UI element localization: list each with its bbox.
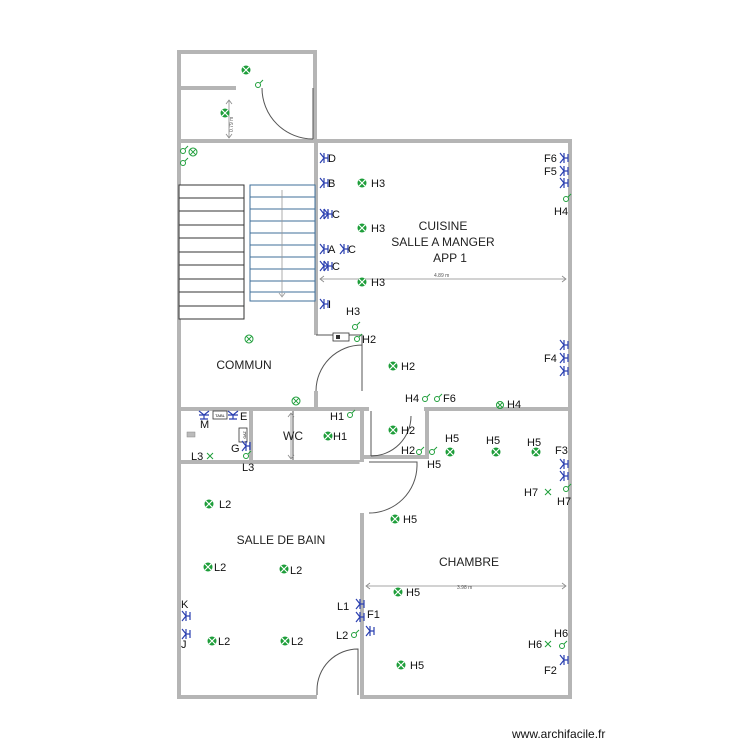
label-h5f: H5: [406, 587, 420, 599]
water-heater: [332, 332, 350, 342]
label-h2c: H2: [401, 425, 415, 437]
label-c1: C: [332, 209, 340, 221]
svg-text:GAZ: GAZ: [243, 431, 247, 439]
label-h5a: H5: [445, 433, 459, 445]
label-h6a: H6: [554, 628, 568, 640]
label-l1: L1: [337, 601, 349, 613]
landing-dimension: [225, 99, 233, 139]
entrance-door: [261, 87, 314, 140]
room-label-wc: WC: [283, 429, 303, 443]
label-a: A: [328, 244, 336, 256]
label-h1a: H1: [330, 411, 344, 423]
cuisine-door: [315, 334, 363, 392]
door-openings: [236, 85, 424, 700]
room-label-chambre: CHAMBRE: [439, 555, 499, 569]
label-l2e: L2: [291, 636, 303, 648]
label-c3: C: [332, 261, 340, 273]
label-l3a: L3: [191, 451, 203, 463]
label-h3b: H3: [371, 223, 385, 235]
label-h4b: H4: [405, 393, 419, 405]
stairs-left: [178, 184, 245, 320]
chambre-width-label: 3.98 m: [457, 585, 472, 591]
label-h2b: H2: [401, 361, 415, 373]
label-l2a: L2: [219, 499, 231, 511]
label-f4: F4: [544, 353, 557, 365]
stairs-right: [249, 184, 316, 302]
label-f6a: F6: [544, 153, 557, 165]
room-label-commun: COMMUN: [216, 358, 271, 372]
label-h3a: H3: [371, 178, 385, 190]
symbol-labels: D B C A C C I H3 H3 H3 H3 F6 F5 H4 F4 H2…: [181, 153, 571, 677]
doors: [261, 87, 418, 695]
label-h6b: H6: [528, 639, 542, 651]
label-h1b: H1: [333, 431, 347, 443]
label-h3c: H3: [371, 277, 385, 289]
label-h2d: H2: [401, 445, 415, 457]
room-label-salle-a-manger: SALLE A MANGER: [391, 235, 495, 249]
salle-de-bain-wall: [177, 460, 364, 699]
chambre-door: [368, 461, 418, 514]
label-l3b: L3: [242, 462, 254, 474]
label-f3: F3: [555, 445, 568, 457]
room-label-cuisine: CUISINE: [419, 219, 468, 233]
label-l2d: L2: [218, 636, 230, 648]
label-h7b: H7: [557, 496, 571, 508]
label-b: B: [328, 178, 335, 190]
gas-meter: GAZ: [238, 427, 248, 443]
label-f2: F2: [544, 665, 557, 677]
wc-dimension: [287, 412, 295, 460]
walls: [177, 50, 572, 699]
label-h2a: H2: [362, 334, 376, 346]
label-j: J: [181, 639, 187, 651]
room-label-salle-de-bain: SALLE DE BAIN: [237, 533, 326, 547]
chambre-dimension: [365, 582, 567, 590]
electrical-panel: TABL: [212, 410, 228, 420]
label-f5: F5: [544, 166, 557, 178]
hall-door: [370, 411, 412, 457]
label-l2c: L2: [290, 565, 302, 577]
label-m: M: [200, 419, 209, 431]
landing-height-label: 0.79 m: [229, 117, 235, 132]
site-credit: www.archifacile.fr: [512, 727, 606, 741]
label-h5g: H5: [410, 660, 424, 672]
label-l2f: L2: [336, 630, 348, 642]
label-h5b: H5: [486, 435, 500, 447]
utility-box: [186, 431, 196, 438]
label-e: E: [240, 411, 247, 423]
stairs-arrow: [278, 190, 286, 298]
label-i: I: [328, 299, 331, 311]
entrance-room-wall: [177, 86, 317, 143]
label-c2: C: [348, 244, 356, 256]
label-l2b: L2: [214, 562, 226, 574]
label-h5c: H5: [527, 437, 541, 449]
room-label-app: APP 1: [433, 251, 467, 265]
label-f6b: F6: [443, 393, 456, 405]
svg-text:TABL: TABL: [215, 413, 225, 418]
label-h5e: H5: [403, 514, 417, 526]
label-h3d: H3: [346, 306, 360, 318]
label-h4a: H4: [554, 206, 568, 218]
label-k: K: [181, 599, 189, 611]
label-h7a: H7: [524, 487, 538, 499]
chambre-wall: [360, 407, 572, 699]
label-h4c: H4: [507, 399, 521, 411]
label-d: D: [328, 153, 336, 165]
cross-symbols: [206, 401, 552, 648]
label-h5d: H5: [427, 459, 441, 471]
label-g: G: [231, 443, 240, 455]
label-f1: F1: [367, 609, 380, 621]
salle-de-bain-door: [316, 648, 359, 695]
cuisine-width-label: 4.89 m: [434, 273, 449, 279]
